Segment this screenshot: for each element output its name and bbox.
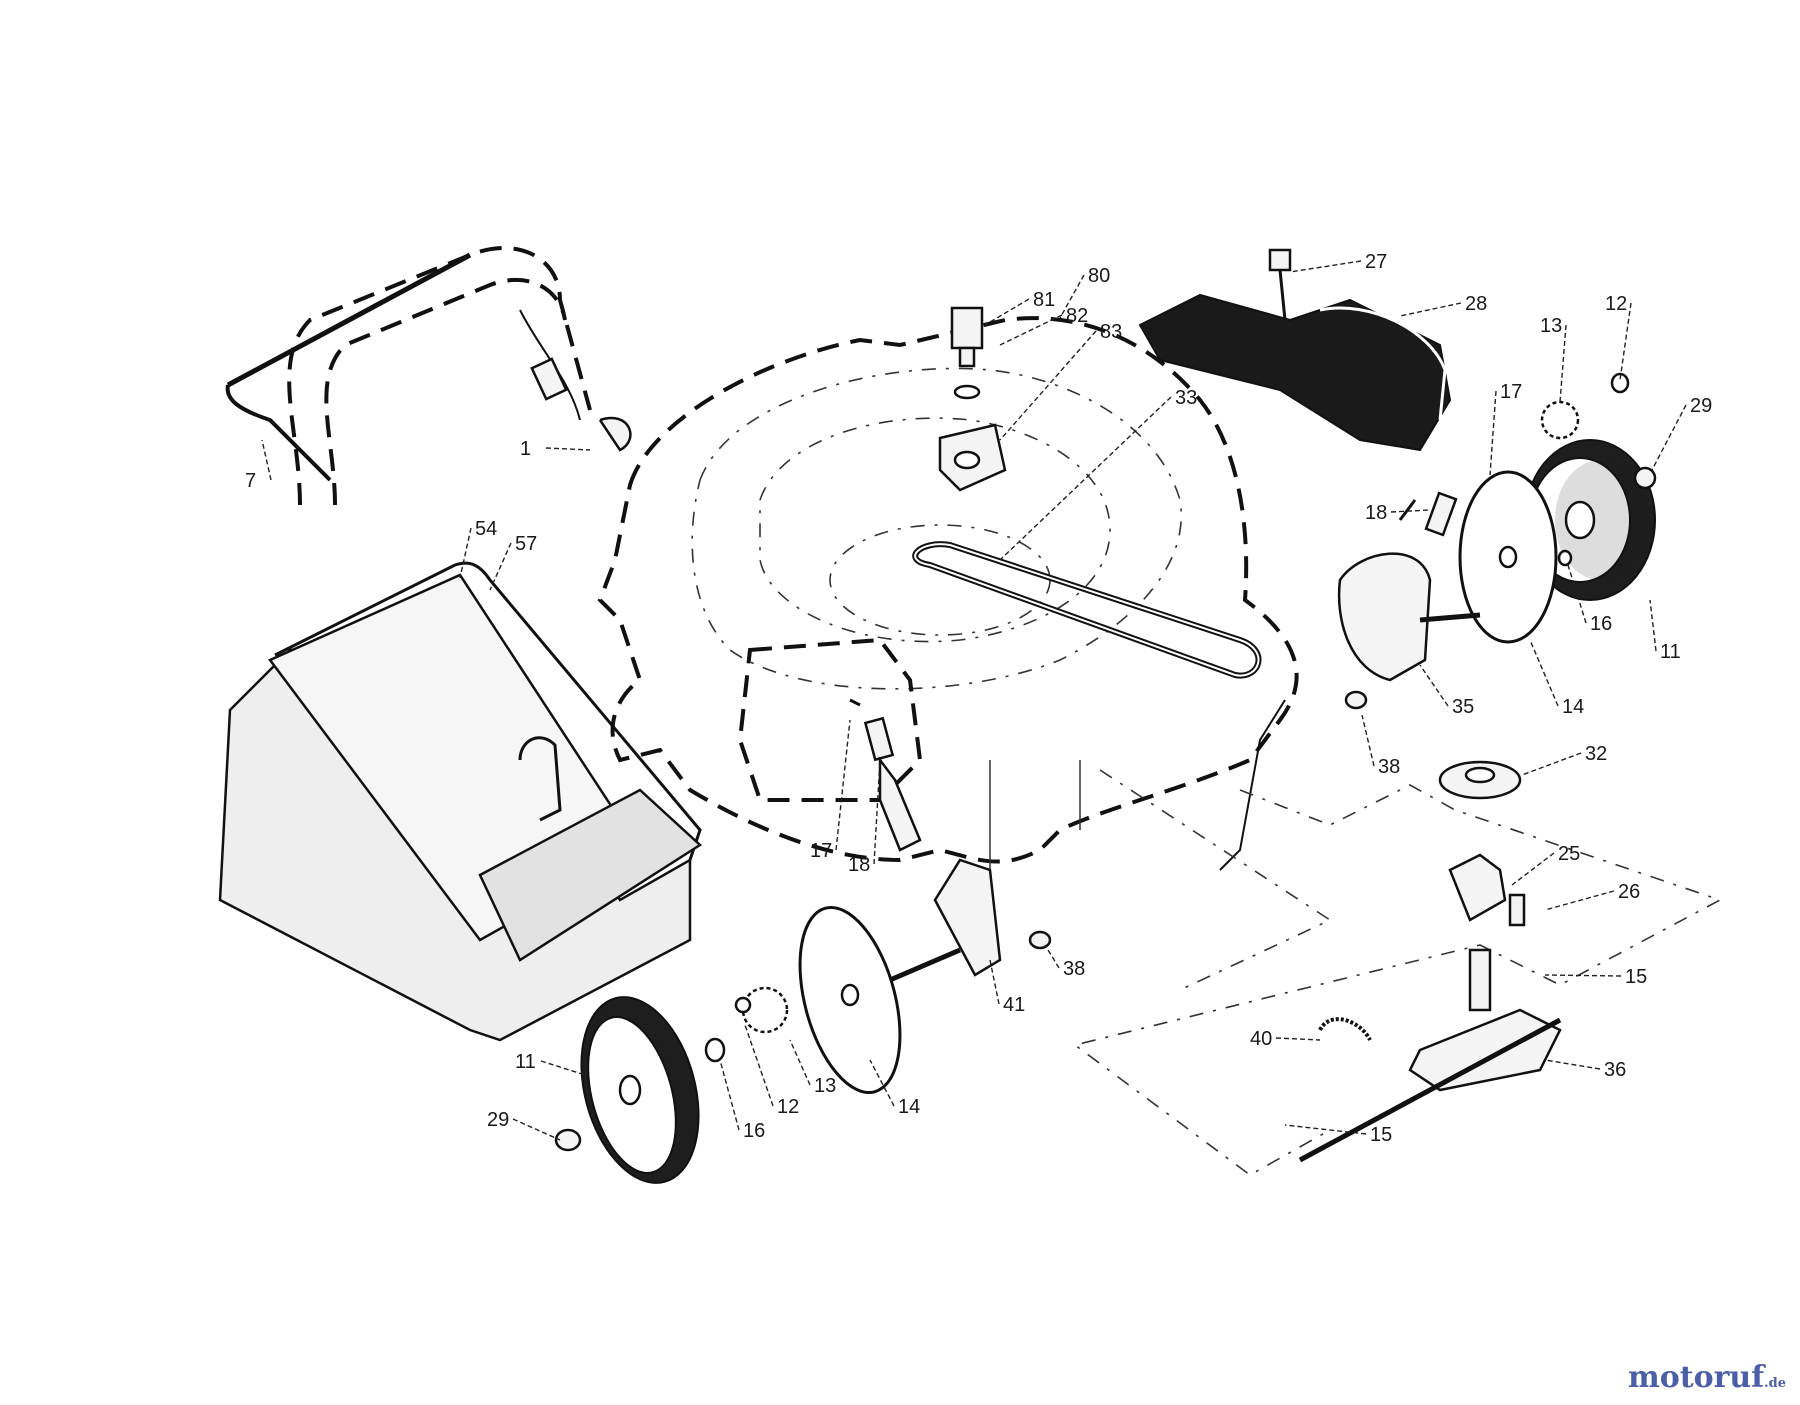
leader-line xyxy=(1529,639,1559,707)
part-number-label: 81 xyxy=(1033,289,1055,311)
part-number-label: 32 xyxy=(1585,743,1607,765)
leader-line xyxy=(545,447,591,451)
part-number-label: 57 xyxy=(515,533,537,555)
handle-assembly xyxy=(225,245,632,506)
part-number-label: 41 xyxy=(1003,994,1025,1016)
part-number-label: 7 xyxy=(245,470,256,492)
left-wheel-group xyxy=(554,858,1052,1184)
part-number-label: 17 xyxy=(1500,381,1522,403)
left-height-lever xyxy=(849,698,922,852)
part-number-label: 33 xyxy=(1175,387,1197,409)
leader-line xyxy=(1059,274,1085,319)
leader-line xyxy=(1649,599,1657,652)
leader-line xyxy=(744,1024,774,1107)
part-number-label: 35 xyxy=(1452,696,1474,718)
part-number-label: 18 xyxy=(1365,502,1387,524)
leader-line xyxy=(1419,664,1449,707)
part-number-label: 12 xyxy=(1605,293,1627,315)
mower-deck xyxy=(597,316,1299,871)
part-number-label: 38 xyxy=(1378,756,1400,778)
part-number-label: 14 xyxy=(1562,696,1584,718)
watermark-text: motoruf xyxy=(1627,1360,1765,1395)
part-number-label: 26 xyxy=(1618,881,1640,903)
leader-line xyxy=(1275,1037,1321,1041)
part-number-label: 13 xyxy=(1540,315,1562,337)
leader-line xyxy=(1390,509,1431,513)
part-number-label: 25 xyxy=(1558,843,1580,865)
part-number-label: 83 xyxy=(1100,321,1122,343)
leader-line xyxy=(261,439,272,481)
leader-line xyxy=(1044,944,1060,969)
leader-line xyxy=(999,314,1063,346)
leader-line xyxy=(540,1060,586,1076)
height-knob-assembly xyxy=(938,306,1007,492)
part-number-label: 14 xyxy=(898,1096,920,1118)
right-wheel-group xyxy=(1337,372,1657,710)
part-number-label: 16 xyxy=(743,1120,765,1142)
leader-line xyxy=(1521,752,1582,776)
leader-line xyxy=(489,542,512,591)
part-number-label: 28 xyxy=(1465,293,1487,315)
leader-line xyxy=(873,759,881,865)
leader-line xyxy=(512,1118,561,1141)
leader-line xyxy=(1289,260,1362,273)
leader-line xyxy=(1544,890,1615,911)
leader-line xyxy=(1559,324,1567,403)
leader-line xyxy=(1651,404,1687,471)
watermark-logo: motoruf.de xyxy=(1628,1360,1786,1395)
part-number-label: 15 xyxy=(1625,966,1647,988)
part-number-label: 11 xyxy=(1660,641,1681,663)
leader-line xyxy=(1544,974,1622,977)
part-number-label: 1 xyxy=(520,438,531,460)
leader-line xyxy=(1567,564,1587,624)
part-number-label: 17 xyxy=(810,840,832,862)
leader-line xyxy=(1619,302,1632,381)
part-number-label: 18 xyxy=(848,854,870,876)
part-number-label: 54 xyxy=(475,518,497,540)
leader-line xyxy=(1361,714,1375,767)
part-number-label: 82 xyxy=(1066,305,1088,327)
watermark-suffix: .de xyxy=(1764,1376,1786,1391)
part-number-label: 80 xyxy=(1088,265,1110,287)
part-number-label: 36 xyxy=(1604,1059,1626,1081)
part-number-label: 38 xyxy=(1063,958,1085,980)
leader-line xyxy=(1489,390,1497,476)
part-number-label: 16 xyxy=(1590,613,1612,635)
leader-line xyxy=(835,719,851,851)
leader-line xyxy=(999,330,1097,441)
leader-line xyxy=(869,1059,895,1107)
leader-line xyxy=(459,527,472,579)
part-number-label: 29 xyxy=(487,1109,509,1131)
leader-line xyxy=(1511,852,1555,886)
part-number-label: 15 xyxy=(1370,1124,1392,1146)
drive-belt xyxy=(912,541,1262,679)
part-number-label: 40 xyxy=(1250,1028,1272,1050)
leader-line xyxy=(1544,1059,1601,1070)
grass-catcher xyxy=(218,561,703,1042)
leader-line xyxy=(789,1039,811,1086)
part-number-label: 29 xyxy=(1690,395,1712,417)
part-number-label: 27 xyxy=(1365,251,1387,273)
leader-line xyxy=(719,1059,740,1131)
leader-line xyxy=(1399,302,1462,317)
part-number-label: 12 xyxy=(777,1096,799,1118)
part-number-label: 13 xyxy=(814,1075,836,1097)
part-number-label: 11 xyxy=(515,1051,536,1073)
transmission-group xyxy=(1073,760,1723,1176)
leader-line xyxy=(1284,1124,1367,1135)
rear-guard xyxy=(1138,248,1452,452)
leader-line xyxy=(999,396,1172,561)
leader-line xyxy=(984,298,1030,326)
